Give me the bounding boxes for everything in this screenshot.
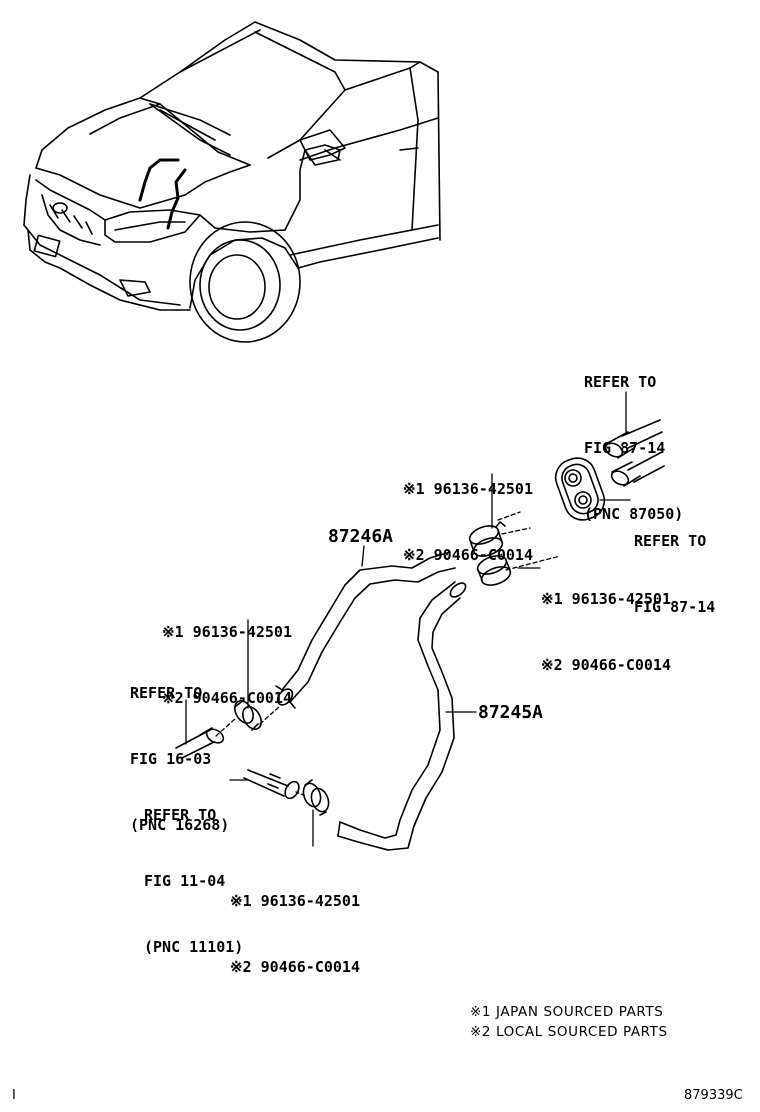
- part-number-local: ※2 90466-C0014: [162, 689, 292, 707]
- part-number-japan: ※1 96136-42501: [162, 623, 292, 641]
- refer-line: FIG 87-14: [634, 598, 716, 616]
- refer-line: REFER TO: [634, 532, 707, 550]
- hose-87245a: [337, 581, 467, 851]
- clamp-left: [234, 699, 262, 731]
- refer-line: (PNC 87050): [584, 505, 684, 523]
- clamp-left-label: ※1 96136-42501 ※2 90466-C0014: [162, 577, 292, 731]
- clamp-bottom: [302, 779, 330, 816]
- clamp-right-label: ※1 96136-42501 ※2 90466-C0014: [541, 544, 671, 698]
- note-japan-sourced: ※1 JAPAN SOURCED PARTS: [470, 1004, 664, 1020]
- part-number-local: ※2 90466-C0014: [230, 958, 360, 976]
- hose-87246a: [275, 551, 456, 709]
- part-87246a-label: 87246A: [328, 526, 394, 547]
- part-number-japan: ※1 96136-42501: [230, 892, 360, 910]
- refer-line: REFER TO: [584, 373, 657, 391]
- refer-line: FIG 87-14: [584, 439, 666, 457]
- note-local-sourced: ※2 LOCAL SOURCED PARTS: [470, 1024, 668, 1040]
- refer-87-14-label: REFER TO FIG 87-14: [634, 486, 715, 640]
- refer-line: FIG 16-03: [130, 750, 212, 768]
- refer-line: REFER TO: [130, 684, 203, 702]
- pipe-11-04: [243, 769, 300, 800]
- part-number-japan: ※1 96136-42501: [541, 590, 671, 608]
- clamp-bottom-label: ※1 96136-42501 ※2 90466-C0014: [230, 846, 360, 1000]
- grommet: [554, 457, 606, 521]
- illustration-number: 879339C: [684, 1088, 743, 1103]
- clamp-right: [476, 555, 512, 586]
- refer-line: (PNC 16268): [130, 816, 230, 834]
- refer-16-03-label: REFER TO FIG 16-03 (PNC 16268): [130, 638, 229, 858]
- pipe-16-03: [175, 727, 225, 759]
- clamp-top-label: ※1 96136-42501 ※2 90466-C0014: [403, 434, 533, 588]
- refer-line: FIG 11-04: [144, 872, 226, 890]
- refer-line: REFER TO: [144, 806, 217, 824]
- refer-87050-label: REFER TO FIG 87-14 (PNC 87050): [584, 327, 683, 547]
- part-number-local: ※2 90466-C0014: [541, 656, 671, 674]
- refer-line: (PNC 11101): [144, 938, 244, 956]
- refer-11-04-label: REFER TO FIG 11-04 (PNC 11101): [144, 760, 243, 980]
- vehicle-illustration: [23, 21, 441, 343]
- heater-pipes: [604, 419, 665, 487]
- part-87245a-label: 87245A: [478, 702, 544, 723]
- clamp-top: [468, 521, 506, 557]
- part-number-local: ※2 90466-C0014: [403, 546, 533, 564]
- footer-left-mark: I: [12, 1088, 16, 1103]
- part-number-japan: ※1 96136-42501: [403, 480, 533, 498]
- leader-lines: [185, 391, 631, 847]
